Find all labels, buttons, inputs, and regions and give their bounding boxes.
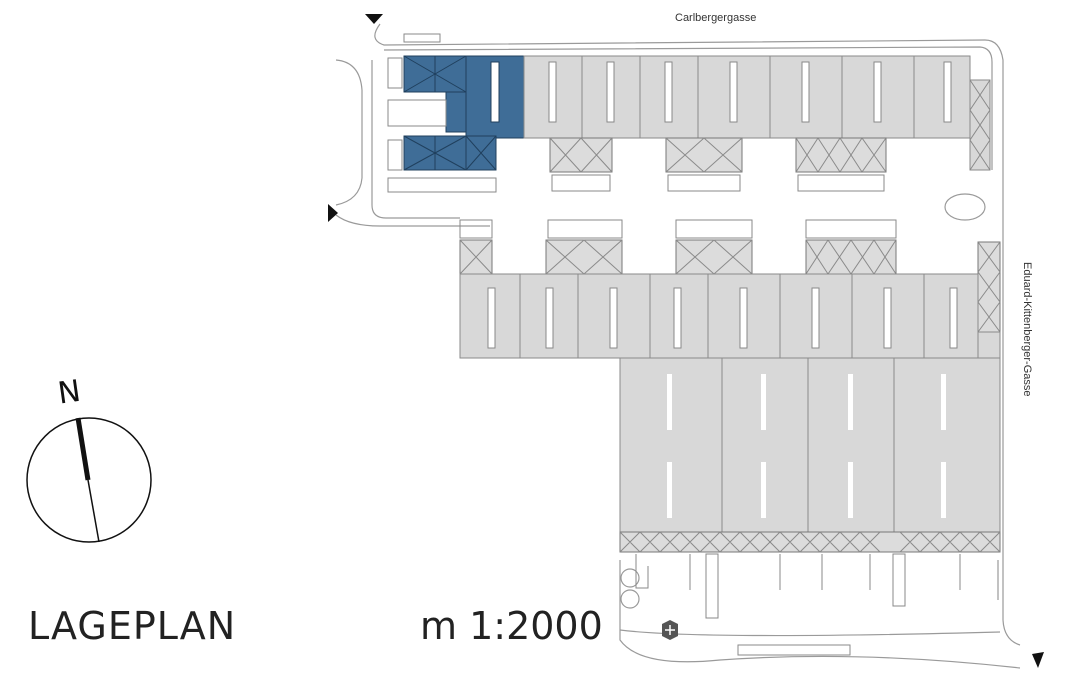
entrance-arrow-icon (328, 204, 338, 222)
street-label-north: Carlbergergasse (675, 12, 756, 24)
large-halls (619, 357, 1001, 619)
parking-area (387, 33, 897, 656)
entrance-arrow-icon (365, 14, 383, 24)
north-label: N (56, 374, 83, 412)
scale-label: m 1:2000 (420, 604, 603, 648)
entrance-arrow-icon (1032, 652, 1044, 668)
north-arrow-icon: N (26, 374, 152, 543)
escalator-icon (662, 620, 678, 640)
street-label-east: Eduard-Kittenberger-Gasse (1021, 262, 1033, 397)
building-block-south (459, 239, 1001, 359)
plan-title: LAGEPLAN (28, 604, 237, 648)
building-block-north (403, 55, 991, 173)
site-outline (335, 23, 1021, 669)
